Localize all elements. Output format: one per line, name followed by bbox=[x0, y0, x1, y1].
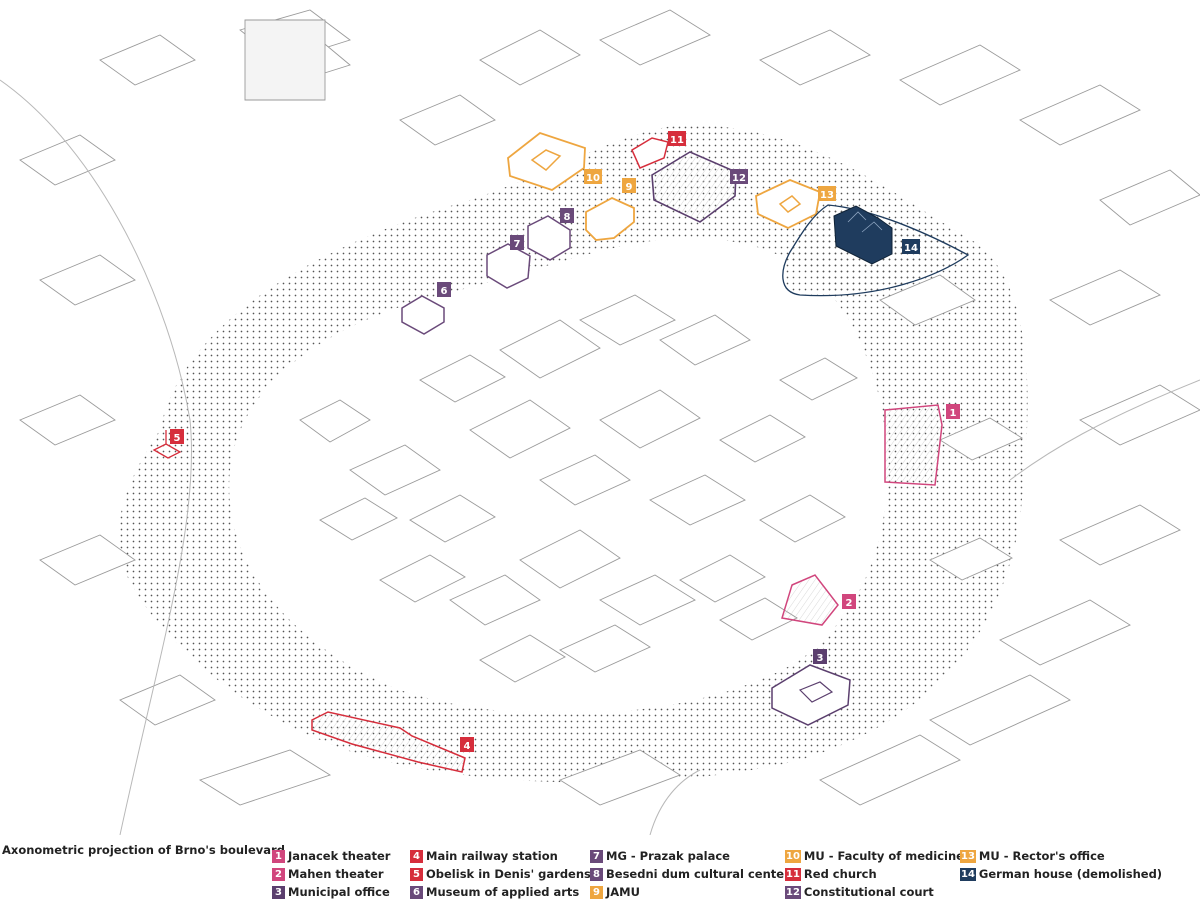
legend-number: 10 bbox=[785, 849, 801, 863]
landmark-faculty-of-medicine[interactable] bbox=[507, 131, 586, 191]
legend-number: 2 bbox=[272, 867, 285, 881]
legend-label: Main railway station bbox=[426, 849, 558, 863]
legend-number: 1 bbox=[272, 849, 285, 863]
landmark-main-railway-station[interactable] bbox=[311, 711, 466, 773]
landmark-besedni-dum[interactable] bbox=[527, 215, 571, 261]
legend-item-1[interactable]: 1 Janacek theater bbox=[272, 848, 390, 864]
landmark-number-markers: 1 2 3 4 5 6 7 8 9 10 11 12 13 14 bbox=[170, 131, 960, 752]
boulevard-ring bbox=[118, 124, 1028, 783]
legend-number: 8 bbox=[590, 867, 603, 881]
svg-text:4: 4 bbox=[464, 741, 471, 752]
legend-number: 7 bbox=[590, 849, 603, 863]
landmark-jamu[interactable] bbox=[585, 196, 635, 241]
legend-number: 13 bbox=[960, 849, 976, 863]
legend-item-4[interactable]: 4 Main railway station bbox=[410, 848, 558, 864]
legend-item-8[interactable]: 8 Besedni dum cultural center bbox=[590, 866, 790, 882]
svg-text:6: 6 bbox=[441, 286, 448, 297]
legend-label: Janacek theater bbox=[288, 849, 391, 863]
legend-item-9[interactable]: 9 JAMU bbox=[590, 884, 640, 900]
legend-number: 9 bbox=[590, 885, 603, 899]
svg-text:9: 9 bbox=[626, 182, 633, 193]
svg-text:10: 10 bbox=[586, 173, 600, 184]
legend-label: MU - Rector's office bbox=[978, 849, 1105, 863]
legend-item-7[interactable]: 7 MG - Prazak palace bbox=[590, 848, 730, 864]
legend-number: 4 bbox=[410, 849, 423, 863]
legend-label: MG - Prazak palace bbox=[606, 849, 730, 863]
landmark-rectors-office[interactable] bbox=[755, 179, 822, 229]
legend-number: 12 bbox=[785, 885, 801, 899]
legend-number: 3 bbox=[272, 885, 285, 899]
svg-text:1: 1 bbox=[950, 408, 957, 419]
legend-label: JAMU bbox=[606, 885, 640, 899]
landmark-obelisk[interactable] bbox=[152, 430, 182, 459]
legend-item-14[interactable]: 14 German house (demolished) bbox=[960, 866, 1162, 882]
landmark-outlines bbox=[152, 131, 970, 773]
marker-10[interactable]: 10 bbox=[584, 169, 602, 184]
boulevard-map: 1 2 3 4 5 6 7 8 9 10 11 12 13 14 bbox=[0, 9, 1200, 835]
legend-item-6[interactable]: 6 Museum of applied arts bbox=[410, 884, 579, 900]
marker-8[interactable]: 8 bbox=[560, 208, 574, 223]
old-town-buildings bbox=[299, 294, 858, 683]
marker-2[interactable]: 2 bbox=[842, 594, 856, 609]
outer-city-buildings bbox=[0, 9, 1200, 835]
legend-item-2[interactable]: 2 Mahen theater bbox=[272, 866, 384, 882]
landmark-mahen-theater[interactable] bbox=[781, 574, 839, 626]
legend-number: 11 bbox=[785, 867, 801, 881]
legend-label: Constitutional court bbox=[803, 885, 934, 899]
marker-4[interactable]: 4 bbox=[460, 737, 474, 752]
landmark-municipal-office[interactable] bbox=[771, 664, 851, 726]
svg-text:7: 7 bbox=[514, 239, 521, 250]
legend-label: Mahen theater bbox=[288, 867, 384, 881]
legend-title: Axonometric projection of Brno's bouleva… bbox=[2, 843, 285, 857]
legend-item-11[interactable]: 11 Red church bbox=[785, 866, 877, 882]
landmark-prazak-palace[interactable] bbox=[486, 243, 531, 289]
german-house-building bbox=[833, 205, 893, 265]
marker-1[interactable]: 1 bbox=[946, 404, 960, 419]
marker-9[interactable]: 9 bbox=[622, 178, 636, 193]
legend-label: German house (demolished) bbox=[978, 867, 1163, 881]
legend-label: MU - Faculty of medicine bbox=[803, 849, 964, 863]
legend-label: Obelisk in Denis' gardens bbox=[426, 867, 591, 881]
legend-item-10[interactable]: 10 MU - Faculty of medicine bbox=[785, 848, 964, 864]
legend-item-13[interactable]: 13 MU - Rector's office bbox=[960, 848, 1105, 864]
svg-text:8: 8 bbox=[564, 212, 571, 223]
svg-text:3: 3 bbox=[817, 653, 824, 664]
svg-text:14: 14 bbox=[904, 243, 918, 254]
landmark-museum-applied-arts[interactable] bbox=[401, 295, 445, 335]
svg-text:12: 12 bbox=[732, 173, 746, 184]
legend-item-12[interactable]: 12 Constitutional court bbox=[785, 884, 934, 900]
marker-5[interactable]: 5 bbox=[170, 429, 184, 444]
landmark-janacek-theater[interactable] bbox=[884, 404, 943, 486]
landmark-constitutional-court[interactable] bbox=[651, 151, 737, 223]
legend-number: 6 bbox=[410, 885, 423, 899]
svg-text:5: 5 bbox=[174, 433, 181, 444]
map-legend: Axonometric projection of Brno's bouleva… bbox=[0, 838, 1200, 903]
legend-label: Besedni dum cultural center bbox=[606, 867, 790, 881]
legend-label: Municipal office bbox=[288, 885, 390, 899]
marker-13[interactable]: 13 bbox=[818, 186, 836, 201]
landmark-red-church[interactable] bbox=[631, 137, 669, 169]
marker-11[interactable]: 11 bbox=[668, 131, 686, 146]
marker-6[interactable]: 6 bbox=[437, 282, 451, 297]
legend-number: 5 bbox=[410, 867, 423, 881]
legend-label: Museum of applied arts bbox=[426, 885, 580, 899]
svg-text:11: 11 bbox=[670, 135, 684, 146]
marker-7[interactable]: 7 bbox=[510, 235, 524, 250]
legend-number: 14 bbox=[960, 867, 976, 881]
svg-text:2: 2 bbox=[846, 598, 853, 609]
marker-12[interactable]: 12 bbox=[730, 169, 748, 184]
legend-item-3[interactable]: 3 Municipal office bbox=[272, 884, 390, 900]
legend-label: Red church bbox=[803, 867, 877, 881]
legend-item-5[interactable]: 5 Obelisk in Denis' gardens bbox=[410, 866, 591, 882]
svg-text:13: 13 bbox=[820, 190, 834, 201]
marker-14[interactable]: 14 bbox=[902, 239, 920, 254]
marker-3[interactable]: 3 bbox=[813, 649, 827, 664]
